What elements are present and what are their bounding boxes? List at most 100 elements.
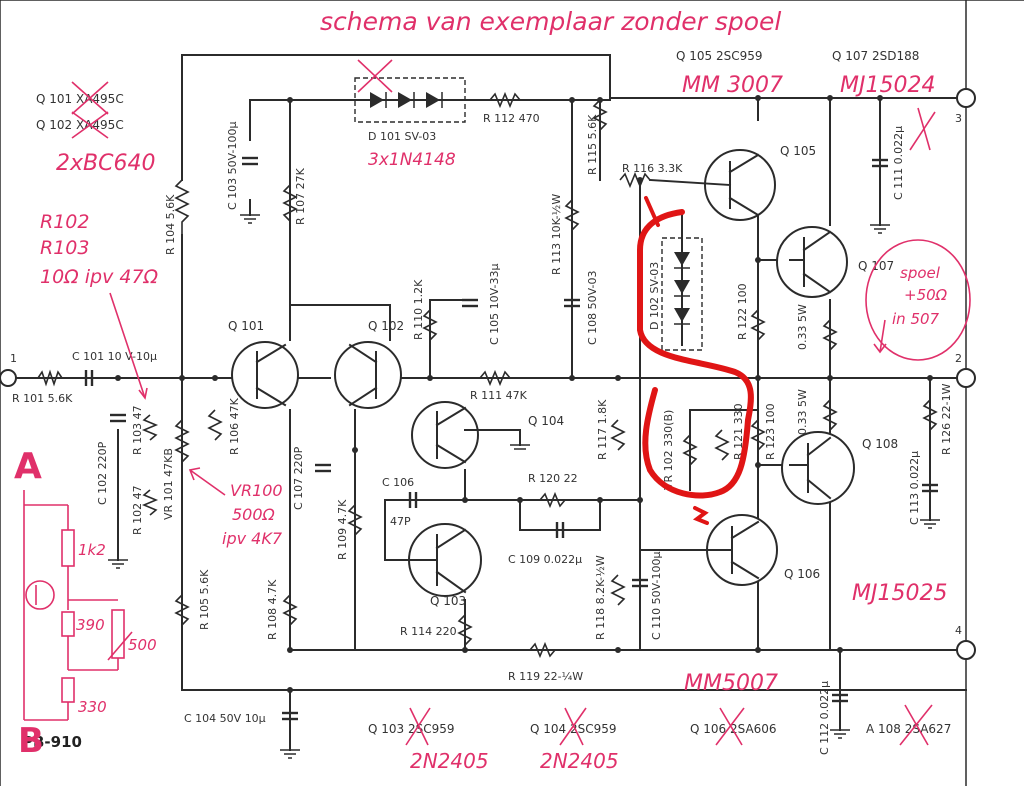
resistor-r106 [207,409,223,441]
label-r112: R 112 470 [483,112,540,125]
component-labels: R 101 5.6K C 101 10 V-10μ C 102 220P R 1… [12,112,953,755]
sketch-1k2: 1k2 [78,541,106,559]
diode-icon [674,280,690,297]
ground-icon [240,214,260,224]
note-500-ohm: 500Ω [232,505,276,524]
label-r117: R 117 1.8K [596,399,609,460]
resistor-r122 [750,309,766,341]
label-d102: D 102 SV-03 [648,262,661,330]
label-r104: R 104 5.6K [164,194,177,255]
capacitor-c110 [632,578,648,588]
label-r114: R 114 220 [400,625,457,638]
label-q107-type: Q 107 2SD188 [832,49,919,63]
sketch-330: 330 [78,698,107,716]
label-r115: R 115 5.6K [586,114,599,175]
designator-q103: Q 103 [430,594,466,608]
diode-icon [674,308,690,325]
label-r101: R 101 5.6K [12,392,73,405]
resistor-r114 [457,614,473,646]
label-c101: C 101 10 V-10μ [72,350,157,363]
capacitor-c105 [462,298,478,308]
label-r103: R 103 47 [131,405,144,455]
label-r113: R 113 10K-½W [550,194,563,275]
ground-icon [280,749,300,759]
capacitor-c109 [555,522,565,538]
label-c113: C 113 0.022μ [908,451,921,525]
resistor-r105 [174,594,190,626]
terminals: 1 3 2 4 [0,88,976,660]
capacitor-c106 [408,492,418,508]
transistor-q105 [648,149,776,221]
label-c106-value: 47P [390,515,411,528]
resistor-r115 [592,99,608,131]
capacitor-c101 [84,370,94,386]
ground-icon [920,519,940,529]
resistor-vr101 [174,419,190,463]
wiring [11,54,967,751]
label-r110: R 110 1.2K [412,279,425,340]
note-2n2405-q104: 2N2405 [540,749,619,773]
diode-d102 [661,214,703,351]
label-c106: C 106 [382,476,414,489]
designator-q101: Q 101 [228,319,264,333]
resistor-vr102 [682,434,698,466]
resistor-r119 [529,641,556,659]
label-r118: R 118 8.2K-½W [594,555,607,640]
label-q102-type: Q 102 XA495C [36,118,124,132]
label-r121: R 121 330 [732,403,745,460]
capacitors [84,156,938,721]
transistor-q106 [639,514,778,586]
transistor-q104 [411,401,521,469]
transistor-q102 [334,341,402,409]
note-vr100: VR100 [230,481,283,500]
label-c110: C 110 50V-100μ [650,551,663,640]
label-c102: C 102 220P [96,441,109,505]
label-r105: R 105 5.6K [198,569,211,630]
transistor-q107 [776,226,848,298]
junctions [115,95,933,693]
resistor-r101 [37,369,63,387]
designator-q106: Q 106 [784,567,820,581]
label-r123: R 123 100 [764,403,777,460]
red-highlight-loop [637,196,754,525]
terminal-label-1: 1 [10,352,17,365]
designator-q105: Q 105 [780,144,816,158]
note-spoel: spoel [900,264,941,282]
resistor-r121 [714,429,730,461]
note-2n2405-q103: 2N2405 [410,749,489,773]
ground-symbols [108,214,940,759]
note-mm5007: MM5007 [684,671,778,696]
diode-icon [370,92,387,108]
note-circle [865,239,971,361]
ground-icon [108,559,128,569]
diode-d101 [354,77,466,123]
label-c109: C 109 0.022μ [508,553,582,566]
resistor-r117 [610,419,626,451]
capacitor-c102 [110,413,126,423]
sketch-390: 390 [76,616,105,634]
transistors [231,149,855,597]
red-crossouts [71,59,936,746]
capacitor-c108 [564,298,580,308]
resistor-r118 [610,574,626,606]
resistor-r112 [489,91,521,109]
label-c104: C 104 50V 10μ [184,712,266,725]
note-mm3007: MM 3007 [682,73,783,98]
label-q104-type: Q 104 2SC959 [530,722,617,736]
label-r106: R 106 47K [228,397,241,455]
resistor-r107 [282,184,298,222]
resistor-r111 [479,369,511,387]
resistor-r104 [174,179,190,235]
label-r120: R 120 22 [528,472,578,485]
note-title: schema van exemplaar zonder spoel [320,7,781,36]
resistor-r126 [922,399,938,431]
resistors [37,91,938,659]
terminal-label-2: 2 [955,352,962,365]
terminal-4 [956,640,976,660]
note-mj15025: MJ15025 [852,581,947,606]
note-ipv-4k7: ipv 4K7 [222,529,283,548]
label-r108: R 108 4.7K [266,579,279,640]
capacitor-c107 [315,463,331,473]
designator-q104: Q 104 [528,414,564,428]
